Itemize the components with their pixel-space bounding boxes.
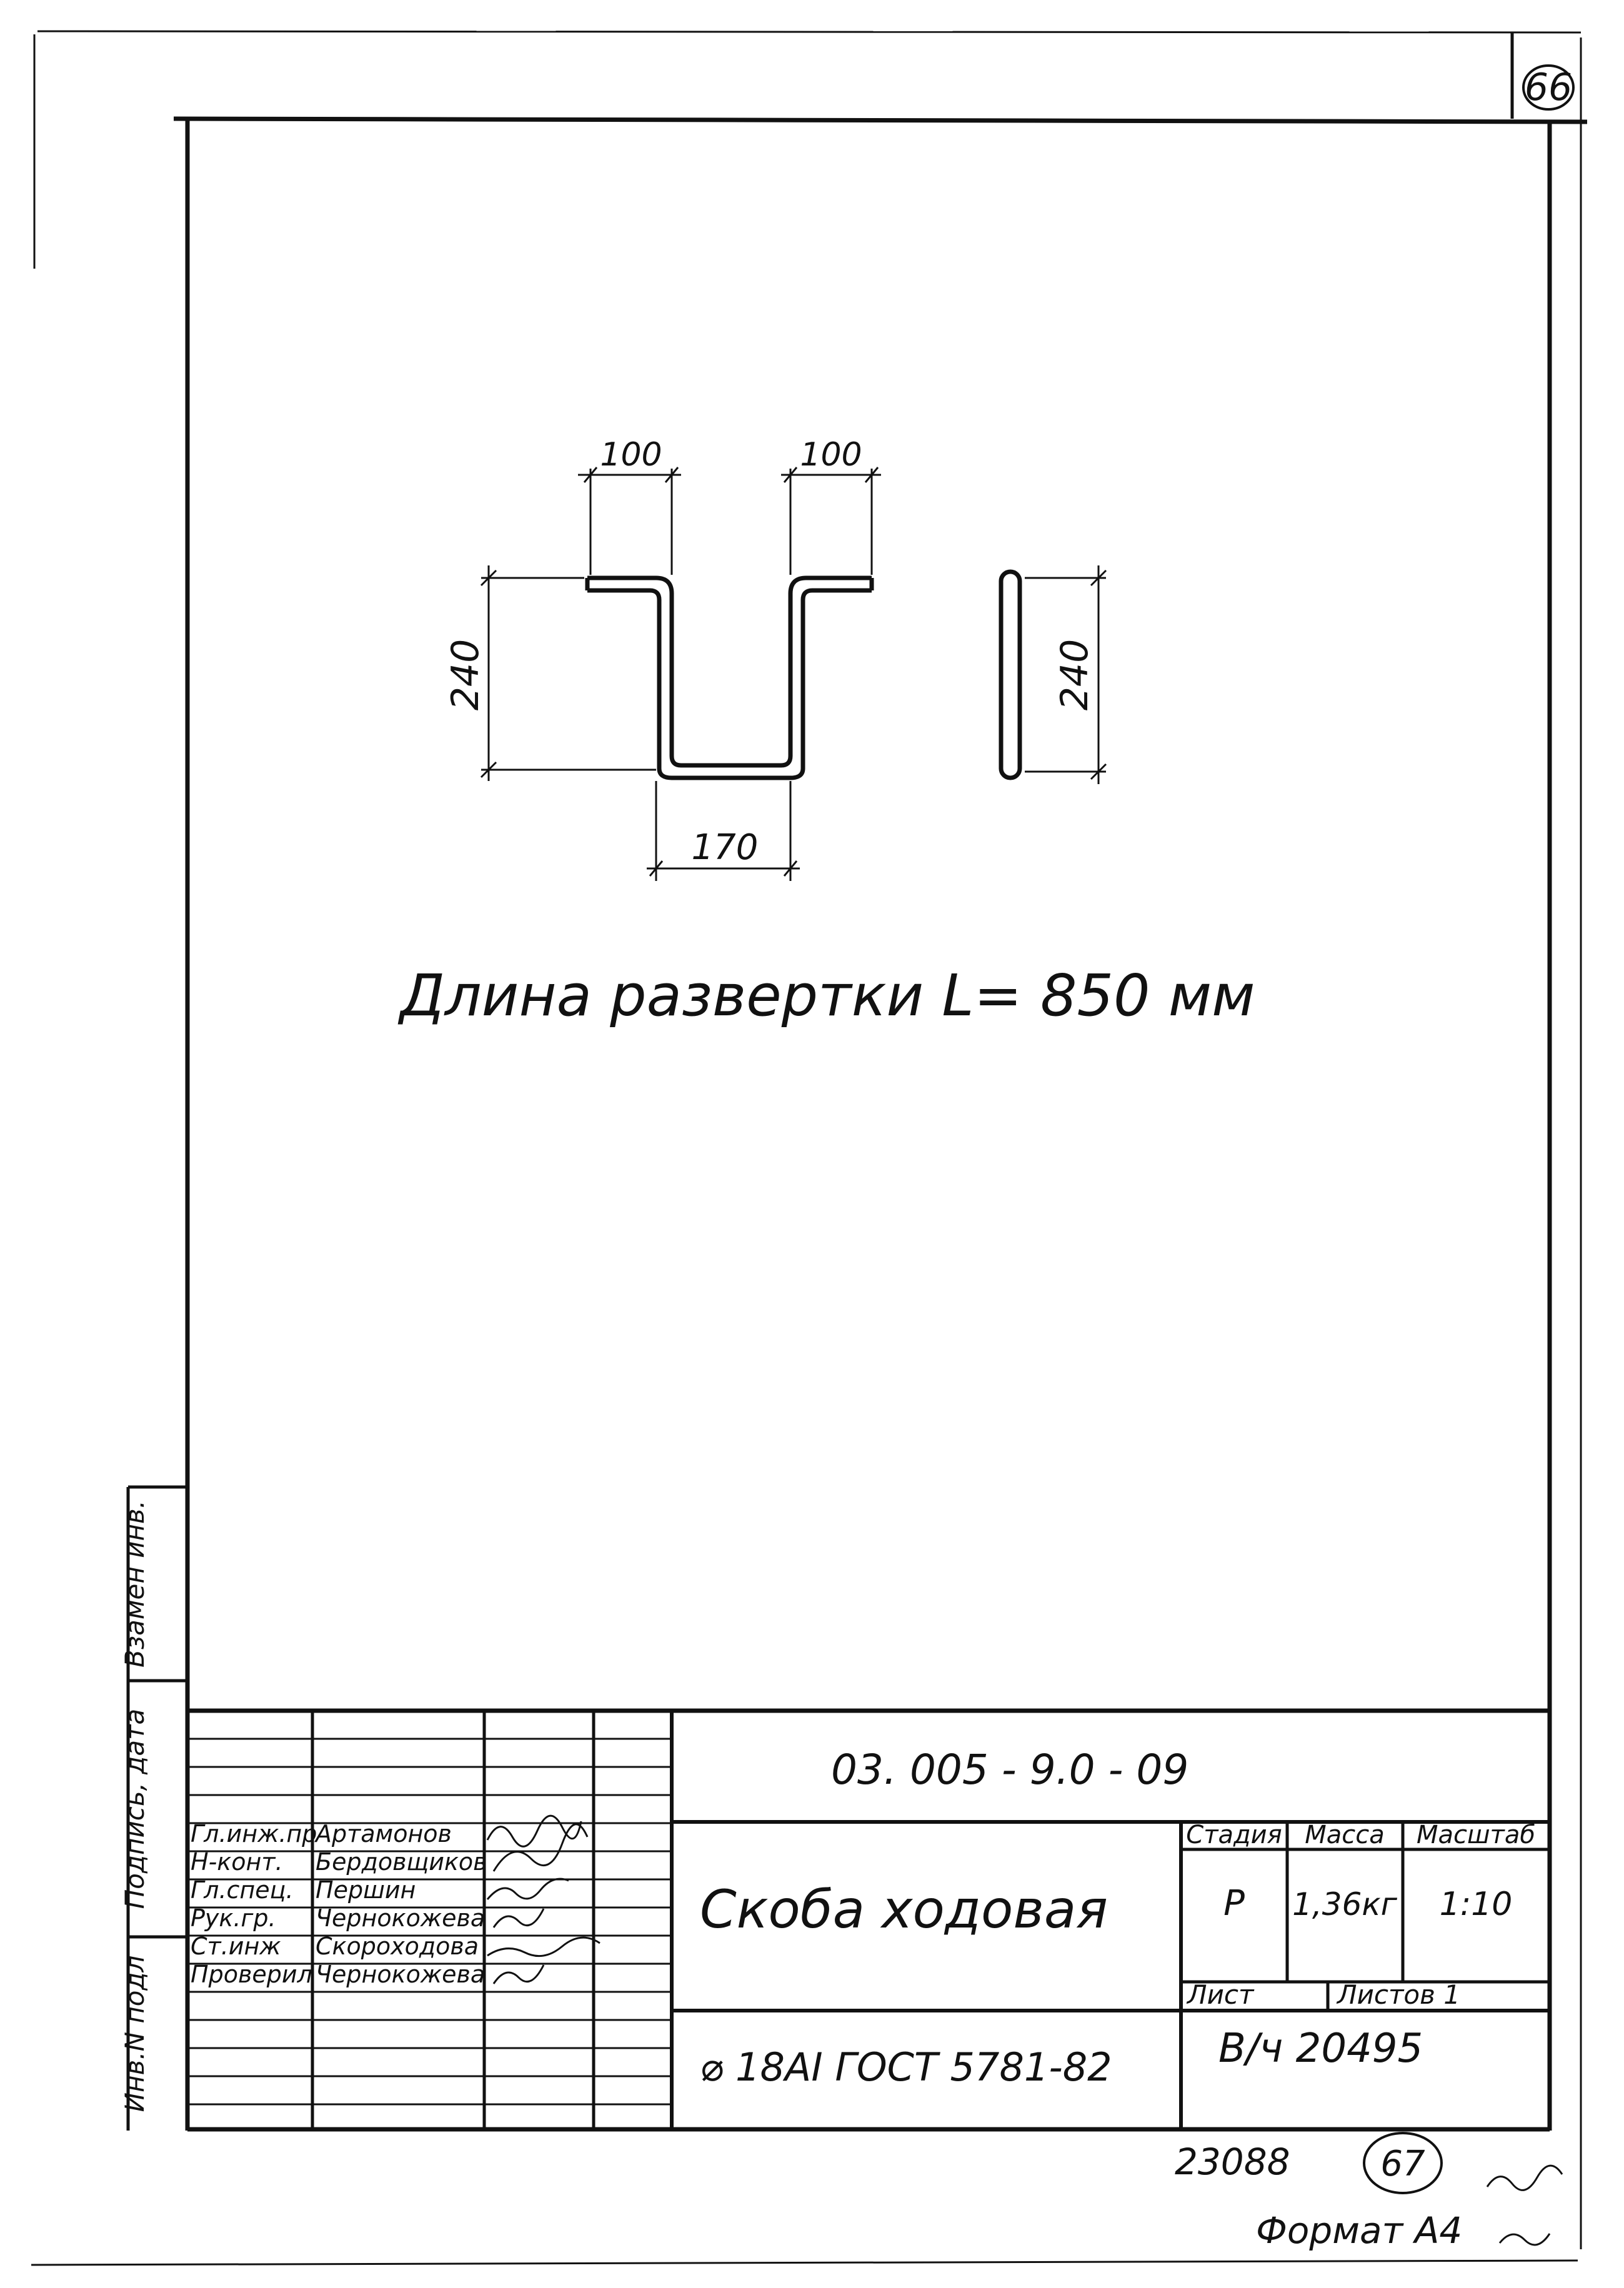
unfold-length-note: Длина развертки L= 850 мм (397, 962, 1255, 1029)
sig-name: Бердовщиков (316, 1848, 487, 1876)
scale-value: 1:10 (1440, 1886, 1513, 1923)
sig-name: Артамонов (314, 1820, 452, 1848)
sig-name: Чернокожева (316, 1904, 485, 1932)
bracket-side-view (999, 569, 1022, 780)
sig-role: Гл.спец. (191, 1876, 294, 1904)
dim-height-left: 240 (444, 639, 487, 711)
stage-header: Стадия (1186, 1821, 1282, 1849)
sig-role: Проверил (191, 1961, 312, 1988)
format-label: Формат А4 (1256, 2209, 1462, 2252)
bracket-front-view (585, 575, 874, 780)
sig-name: Першин (316, 1876, 416, 1904)
page-number: 66 (1525, 66, 1572, 109)
drawing-title: Скоба ходовая (700, 1879, 1108, 1940)
sig-role: Ст.инж (191, 1932, 281, 1960)
side-label-inv: Инв.N подл (119, 1956, 150, 2112)
side-label-podpis: Подпись, дата (119, 1709, 150, 1909)
title-block-grid (187, 1708, 1550, 2131)
doc-code: 03. 005 - 9.0 - 09 (831, 1746, 1188, 1794)
sheet-frame (31, 30, 1582, 2266)
handwritten-signatures (486, 1814, 600, 1984)
circled-number-ring (1363, 2132, 1443, 2194)
scale-header: Масштаб (1417, 1821, 1535, 1849)
sig-role: Н-конт. (191, 1848, 283, 1876)
sig-name: Скороходова (316, 1932, 479, 1960)
signature-rows: Гл.инж.пр Артамонов Н-конт. Бердовщиков … (191, 1820, 487, 1988)
material-spec: ⌀ 18AI ГОСТ 5781-82 (700, 2044, 1112, 2090)
dim-top-right: 100 (800, 436, 862, 474)
stage-value: Р (1223, 1883, 1245, 1924)
sheets-label: Листов 1 (1336, 1979, 1460, 2010)
footer-signature (1486, 2164, 1563, 2246)
sig-name: Чернокожева (316, 1961, 485, 1988)
page-number-box (1510, 32, 1575, 119)
sheet-label: Лист (1186, 1979, 1255, 2010)
inventory-number: 23088 (1175, 2141, 1290, 2183)
dimension-lines (480, 467, 1107, 881)
side-label-vzamen: Взамен инв. (119, 1500, 150, 1668)
mass-header: Масса (1305, 1821, 1385, 1849)
dim-top-left: 100 (600, 436, 662, 474)
circled-number: 67 (1380, 2144, 1425, 2184)
mass-value: 1,36кг (1292, 1886, 1398, 1922)
organization: В/ч 20495 (1218, 2026, 1423, 2072)
sig-role: Гл.инж.пр (191, 1820, 317, 1848)
sig-role: Рук.гр. (191, 1904, 276, 1932)
dim-bottom: 170 (692, 827, 759, 868)
dim-height-side: 240 (1053, 639, 1097, 711)
side-strip (126, 1485, 187, 2131)
